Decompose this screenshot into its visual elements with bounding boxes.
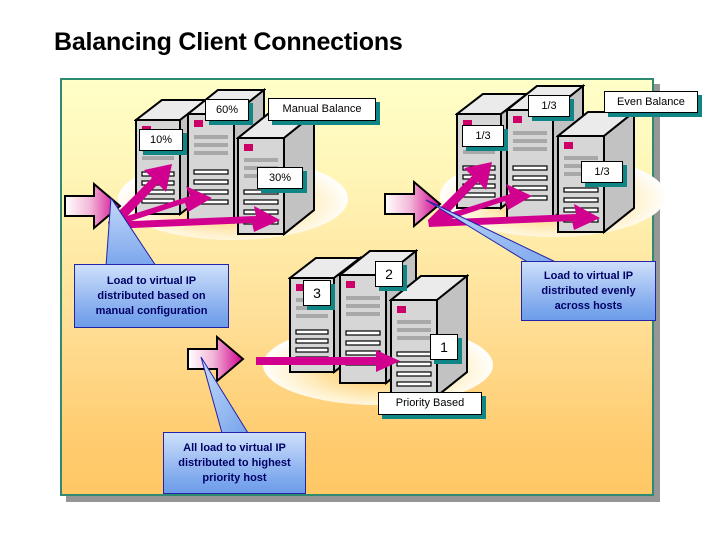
callout-line: across hosts [554,299,623,312]
callout-priority: All load to virtual IP distributed to hi… [163,432,306,494]
label-text: 1/3 [475,129,491,142]
callout-line: manual configuration [95,304,208,317]
callout-line: Load to virtual IP [106,274,197,287]
label-text: 30% [268,171,292,184]
label-text: 2 [385,266,393,282]
label-manual-server-3: 30% [257,167,303,189]
callout-line: distributed to highest [178,456,291,469]
label-priority-server-3: 3 [303,280,331,306]
label-manual-server-2: 60% [205,99,249,121]
callout-even: Load to virtual IP distributed evenly ac… [521,261,656,321]
label-priority-server-2: 2 [375,261,403,287]
callout-line: Load to virtual IP [543,269,634,282]
callout-line: priority host [202,471,267,484]
label-text: Even Balance [617,95,685,108]
incoming-arrow-even [384,180,442,228]
label-text: 10% [149,133,173,146]
callout-manual: Load to virtual IP distributed based on … [74,264,229,328]
label-text: 3 [313,285,321,301]
label-priority-based-title: Priority Based [378,392,482,415]
callout-line: distributed based on [97,289,206,302]
label-even-server-3: 1/3 [581,161,623,183]
label-text: Manual Balance [282,103,362,115]
label-text: 60% [215,103,239,116]
label-manual-balance-title: Manual Balance [268,98,376,121]
label-manual-server-1: 10% [139,129,183,151]
page-title: Balancing Client Connections [54,28,403,56]
incoming-arrow-manual [64,182,122,230]
callout-line: distributed evenly [541,284,636,297]
label-text: 1 [440,339,448,355]
label-even-balance-title: Even Balance [604,91,698,113]
callout-line: All load to virtual IP [183,441,286,454]
label-even-server-1: 1/3 [462,125,504,147]
label-text: 1/3 [594,165,610,178]
label-even-server-2: 1/3 [528,95,570,117]
label-text: 1/3 [541,99,557,112]
incoming-arrow-priority [187,335,245,383]
label-text: Priority Based [395,397,465,409]
label-priority-server-1: 1 [430,334,458,360]
